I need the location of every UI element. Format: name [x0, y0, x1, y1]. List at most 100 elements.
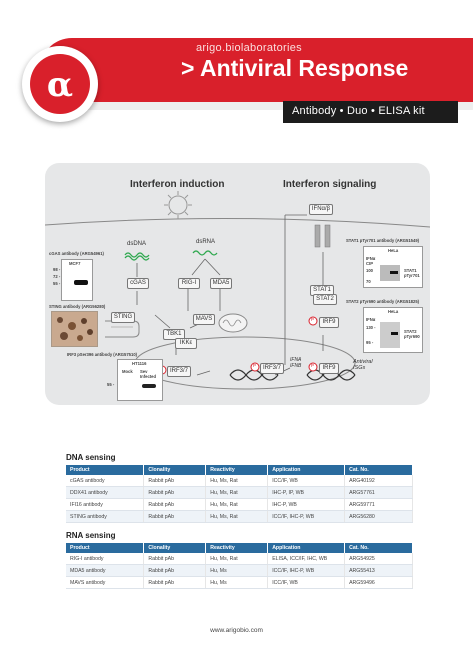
pathway-diagram: Interferon induction Interferon signalin… — [45, 163, 430, 405]
phospho-marker: P — [311, 363, 315, 368]
rna-sensing-table: Product Clonality Reactivity Application… — [66, 543, 413, 589]
dsdna-label: dsDNA — [127, 241, 147, 247]
col-clonality: Clonality — [143, 465, 207, 475]
reactivity-cell: Hu, Ms, Rat — [205, 510, 269, 523]
cgas-inset-title: cGAS antibody (ARG54961) — [49, 251, 104, 256]
node-ikke: IKKε — [175, 338, 197, 349]
footer-url[interactable]: www.arigobio.com — [210, 627, 263, 634]
clonality-cell: Rabbit pAb — [143, 553, 207, 565]
cgas-blot: MCF7 — [61, 259, 93, 301]
table-row: cGAS antibody Rabbit pAb Hu, Ms, Rat ICC… — [66, 475, 413, 487]
application-cell: IHC-P, WB — [267, 498, 346, 511]
product-cell: MDA5 antibody — [66, 564, 145, 577]
cgas-marker-2: 72 - — [53, 274, 61, 279]
clonality-cell: Rabbit pAb — [143, 564, 207, 577]
phospho-marker: P — [253, 363, 257, 368]
dna-sensing-table: Product Clonality Reactivity Application… — [66, 465, 413, 523]
table-row: DDX41 antibody Rabbit pAb Hu, Ms, Rat IH… — [66, 486, 413, 499]
header-banner — [40, 38, 473, 102]
stat1-marker-2: 70 — [366, 279, 371, 284]
interferon-induction-heading: Interferon induction — [130, 179, 225, 190]
sting-inset-title: STING antibody (ARG56280) — [49, 304, 106, 309]
node-tbk1: TBK1 — [163, 329, 185, 340]
node-irf9-cytoplasm: IRF9 — [319, 317, 339, 328]
stat2-inset-title: STAT2 pTyr690 antibody (ARG51825) — [346, 299, 420, 304]
cat-no-cell: ARG59771 — [344, 498, 413, 511]
clonality-cell: Rabbit pAb — [143, 576, 207, 589]
stat1-marker-1: 100 — [366, 268, 373, 273]
table-row: STING antibody Rabbit pAb Hu, Ms, Rat IC… — [66, 510, 413, 523]
stat2-marker-1: 130 - — [366, 325, 376, 330]
stat1-row-ifna: IFNα — [366, 256, 376, 261]
stat2-row-ifna: IFNα — [366, 317, 376, 322]
page-subtitle: Antibody • Duo • ELISA kit — [292, 105, 425, 117]
application-cell: IHC-P, IP, WB — [267, 486, 346, 499]
stat1-band — [390, 271, 398, 274]
stat2-cell-line: HeLa — [388, 309, 399, 314]
node-ifn-ab: IFNα/β — [309, 204, 333, 215]
cgas-band — [74, 280, 88, 285]
application-cell: ICC/IF, IHC-P, WB — [267, 564, 346, 577]
cgas-marker-1: 98 - — [53, 267, 61, 272]
table-row: MDA5 antibody Rabbit pAb Hu, Ms ICC/IF, … — [66, 564, 413, 577]
node-irf37-nucleus: IRF3/7 — [260, 363, 284, 374]
reactivity-cell: Hu, Ms, Rat — [205, 553, 269, 565]
page-title: > Antiviral Response — [181, 55, 409, 81]
col-cat-no: Cat. No. — [344, 465, 413, 475]
stat1-cell-line: HeLa — [388, 248, 399, 253]
col-reactivity: Reactivity — [205, 543, 269, 553]
stat2-marker-2: 95 - — [366, 340, 374, 345]
antiviral-isgs-label: Antiviral ISGs — [353, 359, 373, 371]
cgas-cell-line: MCF7 — [69, 261, 81, 266]
stat1-row-cip: CIP — [366, 261, 373, 266]
cat-no-cell: ARG56280 — [344, 510, 413, 523]
irf3-marker: 55 - — [107, 382, 115, 387]
table-row: MAVS antibody Rabbit pAb Hu, Ms ICC/IF, … — [66, 576, 413, 589]
irf3-cell-line: HT1116 — [132, 361, 147, 366]
application-cell: ICC/IF, IHC-P, WB — [267, 510, 346, 523]
application-cell: ICC/IF, WB — [267, 475, 346, 487]
node-irf9-nucleus: IRF9 — [319, 363, 339, 374]
table-row: RIG-I antibody Rabbit pAb Hu, Ms, Rat EL… — [66, 553, 413, 565]
col-clonality: Clonality — [143, 543, 207, 553]
product-cell: cGAS antibody — [66, 475, 145, 487]
clonality-cell: Rabbit pAb — [143, 486, 207, 499]
interferon-signaling-heading: Interferon signaling — [283, 179, 377, 190]
col-product: Product — [66, 543, 145, 553]
cat-no-cell: ARG40192 — [344, 475, 413, 487]
subtitle-bar — [283, 101, 458, 123]
clonality-cell: Rabbit pAb — [143, 498, 207, 511]
clonality-cell: Rabbit pAb — [143, 475, 207, 487]
application-cell: ELISA, ICC/IF, IHC, WB — [267, 553, 346, 565]
brand-logo-mark: α — [30, 54, 90, 114]
node-mavs: MAVS — [193, 314, 215, 325]
table-row: IFI16 antibody Rabbit pAb Hu, Ms, Rat IH… — [66, 498, 413, 511]
sting-ihc-image — [51, 311, 98, 347]
cat-no-cell: ARG55413 — [344, 564, 413, 577]
rna-sensing-title: RNA sensing — [66, 531, 116, 540]
reactivity-cell: Hu, Ms — [205, 564, 269, 577]
node-rig-i: RIG-I — [178, 278, 200, 289]
stat2-gel — [380, 322, 400, 348]
product-cell: DDX41 antibody — [66, 486, 145, 499]
dsrna-label: dsRNA — [196, 239, 216, 245]
irf3-col-infected: Sev Infected — [140, 369, 157, 379]
product-cell: IFI16 antibody — [66, 498, 145, 511]
product-cell: MAVS antibody — [66, 576, 145, 589]
col-application: Application — [267, 465, 346, 475]
stat1-blot: HeLa IFNα CIP 100 70 STAT1 pTyr701 — [363, 246, 423, 288]
stat1-inset-title: STAT1 pTyr701 antibody (ARG51549) — [346, 238, 420, 243]
ifna-ifnb-label: IFNA IFNB — [290, 357, 302, 369]
node-irf37-cytoplasm: IRF3/7 — [167, 366, 191, 377]
table-header-row: Product Clonality Reactivity Application… — [66, 543, 413, 553]
col-product: Product — [66, 465, 145, 475]
stat2-blot: HeLa IFNα 130 - 95 - STAT2 pTyr690 — [363, 307, 423, 353]
pathway-lines — [45, 191, 430, 390]
cat-no-cell: ARG57761 — [344, 486, 413, 499]
cgas-marker-3: 55 - — [53, 281, 61, 286]
node-cgas: cGAS — [127, 278, 149, 289]
stat2-band — [391, 332, 398, 335]
product-cell: RIG-I antibody — [66, 553, 145, 565]
irf3-inset-title: IRF3 pSer396 antibody (ARG57510) — [67, 352, 138, 357]
reactivity-cell: Hu, Ms, Rat — [205, 486, 269, 499]
